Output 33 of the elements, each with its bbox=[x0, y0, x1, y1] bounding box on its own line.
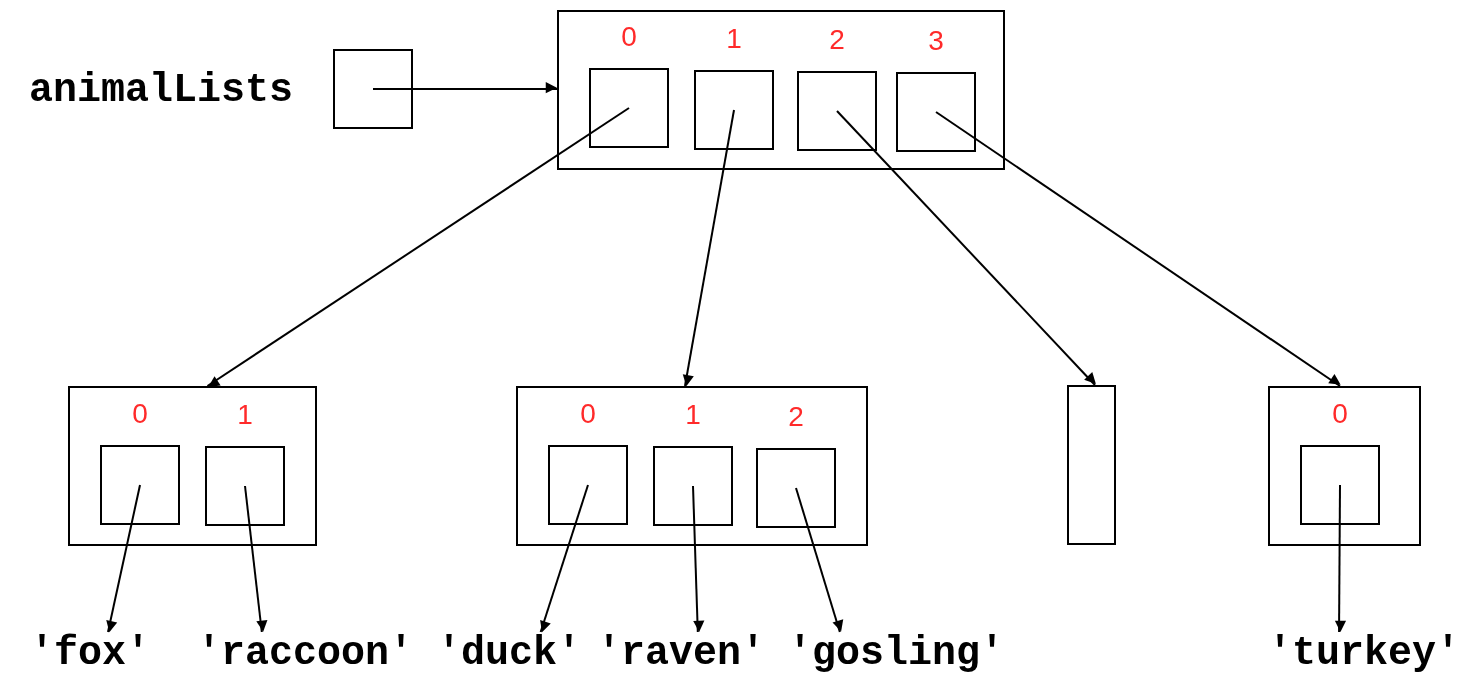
arrow bbox=[1334, 484, 1347, 633]
arrow bbox=[206, 107, 630, 388]
arrow bbox=[795, 487, 844, 633]
index-label: 1 bbox=[236, 398, 254, 432]
list-box bbox=[557, 10, 1005, 170]
string-value: 'raven' bbox=[597, 632, 766, 673]
arrow bbox=[836, 110, 1096, 386]
arrow bbox=[539, 484, 589, 633]
index-label: 0 bbox=[579, 397, 597, 431]
string-value: 'raccoon' bbox=[197, 632, 414, 673]
index-label: 1 bbox=[725, 22, 743, 56]
arrow bbox=[106, 484, 141, 633]
string-value: 'fox' bbox=[30, 632, 151, 673]
index-label: 3 bbox=[927, 24, 945, 58]
index-label: 0 bbox=[1331, 397, 1349, 431]
index-label: 0 bbox=[131, 397, 149, 431]
string-value: 'turkey' bbox=[1268, 632, 1461, 673]
arrow bbox=[682, 109, 735, 387]
string-value: 'duck' bbox=[437, 632, 582, 673]
list-box bbox=[68, 386, 317, 546]
index-label: 2 bbox=[828, 23, 846, 57]
list-box bbox=[516, 386, 868, 546]
string-value: 'gosling' bbox=[788, 632, 1005, 673]
arrow bbox=[244, 485, 268, 633]
list-box bbox=[1268, 386, 1421, 546]
index-label: 1 bbox=[684, 398, 702, 432]
arrow bbox=[935, 111, 1341, 387]
index-label: 0 bbox=[620, 20, 638, 54]
arrow bbox=[692, 485, 705, 633]
list-box bbox=[1067, 385, 1116, 545]
index-label: 2 bbox=[787, 400, 805, 434]
variable-name: animalLists bbox=[28, 69, 293, 113]
arrow bbox=[372, 82, 558, 94]
